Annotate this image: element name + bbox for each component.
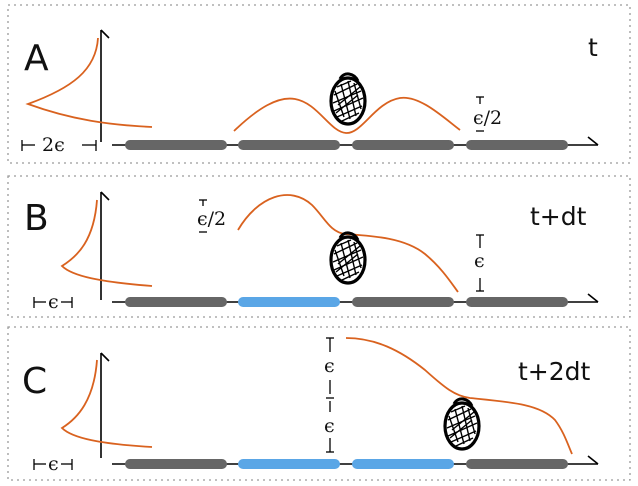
panel-c-letter: C <box>22 361 47 402</box>
panel-c: C t+2dt ϵ ϵ ϵ <box>7 326 631 481</box>
panel-b-border <box>7 175 631 318</box>
hatched-ball-icon <box>329 231 367 285</box>
panel-a-axis-arrow <box>100 29 110 39</box>
panel-b-width-label: ϵ <box>48 291 59 313</box>
panel-b-right-height-label: ϵ <box>474 250 485 272</box>
panel-c-time-label: t+2dt <box>518 357 591 386</box>
panel-a-density-curve <box>25 37 153 128</box>
panel-a-height-label: ϵ/2 <box>473 107 502 129</box>
panel-a-width-label: 2ϵ <box>42 134 65 156</box>
panel-b-baseline-arrow <box>587 293 599 303</box>
panel-a-letter: A <box>24 38 49 79</box>
hatched-ball-icon <box>443 397 481 451</box>
panel-c-baseline-arrow <box>587 455 599 465</box>
panel-a-time-label: t <box>588 33 598 62</box>
panel-b-axis-arrow <box>100 191 110 201</box>
panel-a-wave-curve <box>233 97 461 134</box>
panel-b-letter: B <box>24 198 49 239</box>
panel-c-density-curve <box>60 359 153 448</box>
panel-a-baseline-arrow <box>587 136 599 146</box>
panel-c-height-label-bottom: ϵ <box>324 415 335 437</box>
panel-a: A t 2ϵ ϵ/2 <box>7 4 631 164</box>
panel-c-axis-arrow <box>100 352 110 362</box>
panel-c-border <box>7 326 631 481</box>
panel-b-left-height-label: ϵ/2 <box>197 208 226 230</box>
panel-c-width-label: ϵ <box>48 453 59 475</box>
panel-b-density-curve <box>60 199 153 287</box>
panel-b: B t+dt ϵ ϵ/2 ϵ <box>7 175 631 318</box>
panel-c-wave-curve <box>345 337 573 455</box>
hatched-ball-icon <box>329 72 367 126</box>
panel-c-height-label-top: ϵ <box>324 355 335 377</box>
panel-b-time-label: t+dt <box>530 202 587 231</box>
